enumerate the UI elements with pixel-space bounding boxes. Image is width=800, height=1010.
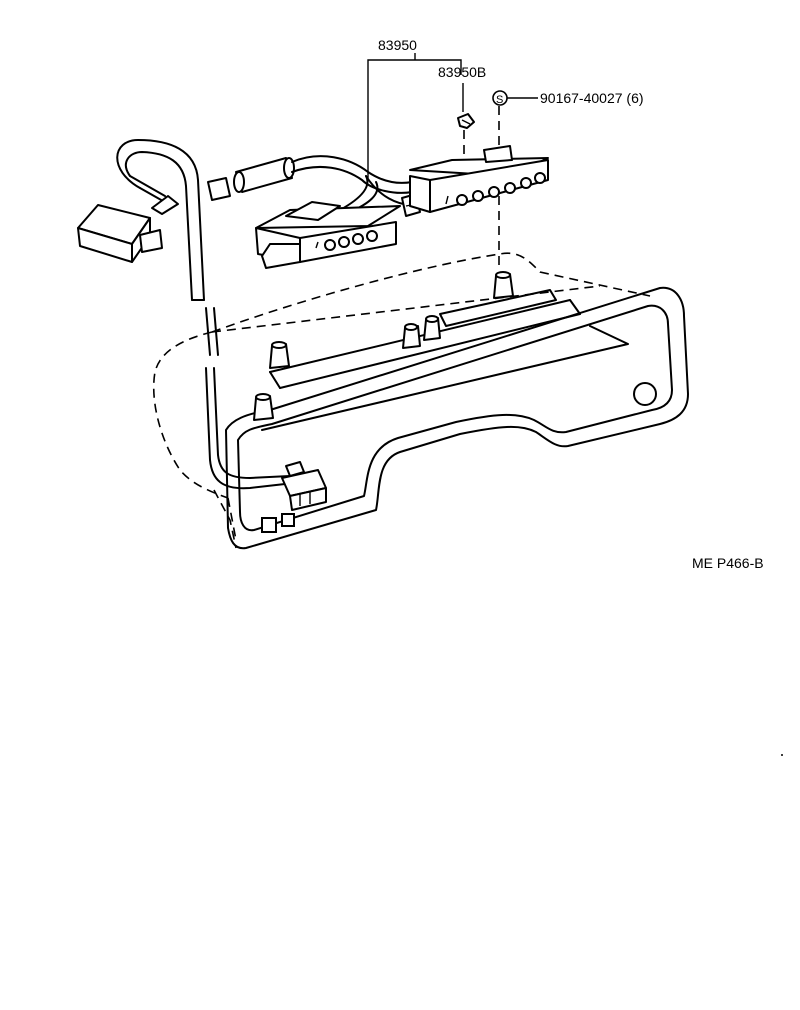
svg-text:S: S xyxy=(496,94,503,106)
part-number-83950: 83950 xyxy=(378,37,417,53)
connector-guide-dashed xyxy=(213,489,237,549)
left-switch-module xyxy=(255,201,401,269)
left-connector xyxy=(77,195,179,263)
panel-connector xyxy=(281,461,327,511)
panel-slot xyxy=(439,289,557,327)
meter-panel-dashed-outline xyxy=(152,252,651,541)
screw-83950b-icon xyxy=(457,113,475,129)
part-number-90167: 90167-40027 (6) xyxy=(540,90,644,106)
mounting-bosses xyxy=(253,271,514,421)
wire-harness xyxy=(116,139,291,490)
right-switch-module xyxy=(409,145,549,213)
screw-symbol-icon: S xyxy=(492,90,508,106)
scan-dot xyxy=(781,754,783,756)
figure-code: ME P466-B xyxy=(692,555,764,571)
tube-sections xyxy=(207,157,295,201)
part-number-83950b: 83950B xyxy=(438,64,486,80)
